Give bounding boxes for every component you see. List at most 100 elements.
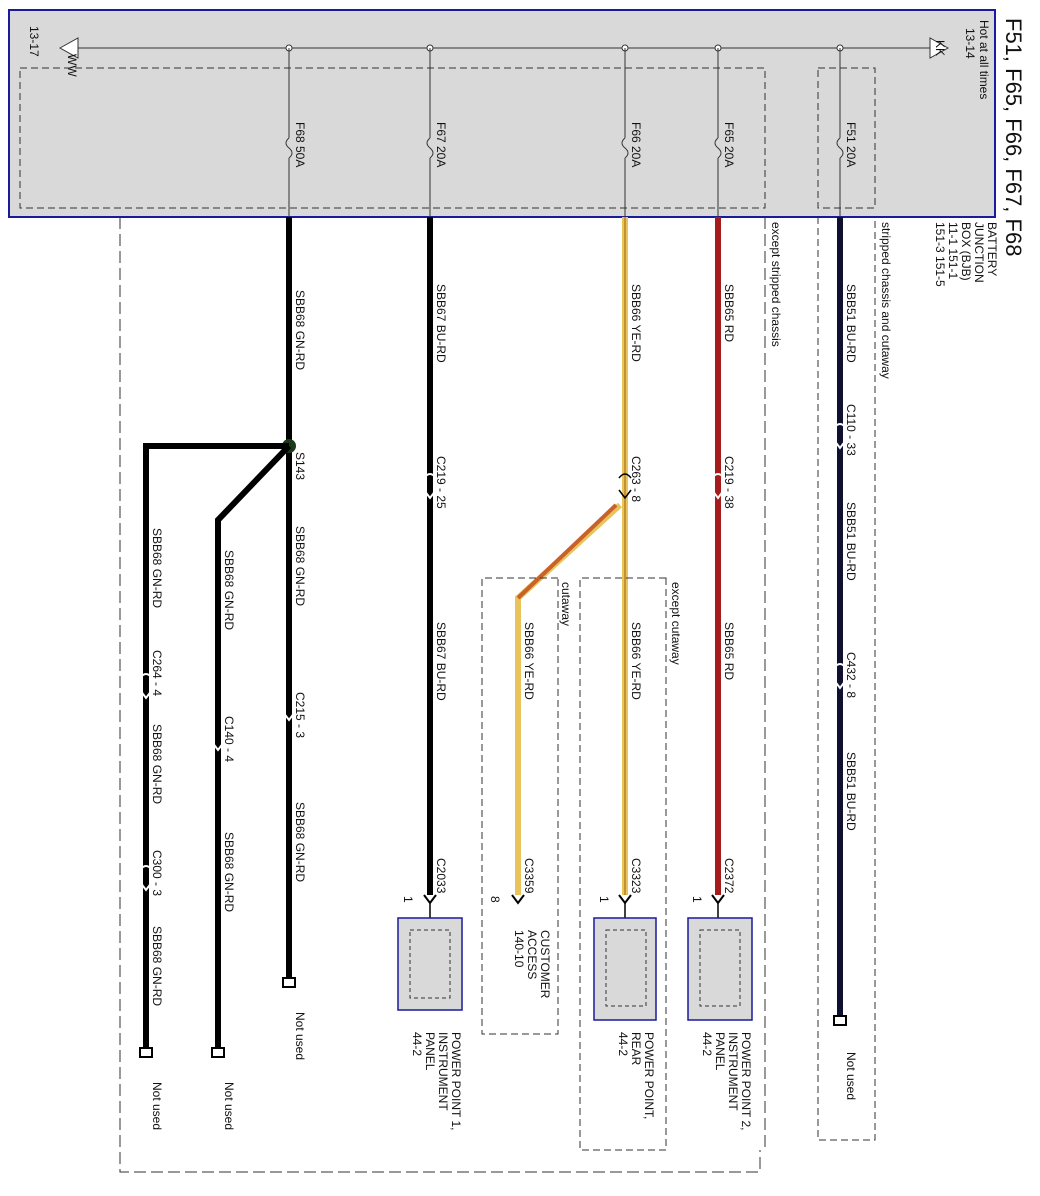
wire-label-sbb68-low: SBB68 GN-RD [293,802,307,882]
pin-c2033: 1 [401,896,415,903]
svg-text:POWER POINT,: POWER POINT, [642,1032,656,1119]
not-used-c215: Not used [293,1012,307,1060]
svg-text:F66 20A: F66 20A [629,122,643,167]
bjb-line-4: 11-1 151-1 [946,222,960,279]
fuse-f51: F51 20A [836,44,858,217]
connector-c219-25: C219 - 25 [434,456,448,509]
svg-text:44-2: 44-2 [700,1032,714,1056]
connector-c300: C300 - 3 [150,850,164,896]
bjb-line-3: BOX (BJB) [959,222,973,281]
svg-text:F67 20A: F67 20A [434,122,448,167]
wire-label-sbb68-b1a: SBB68 GN-RD [150,528,164,608]
pin-c2372: 1 [690,896,704,903]
not-used-c140: Not used [222,1082,236,1130]
svg-text:F65 20A: F65 20A [722,122,736,167]
ref-left-tag: WW [65,54,79,77]
wire-label-sbb68-b2a: SBB68 GN-RD [222,550,236,630]
diagram-title: F51, F65, F66, F67, F68 [1001,18,1026,256]
bjb-line-1: BATTERY [985,222,999,276]
svg-text:44-2: 44-2 [616,1032,630,1056]
fuse-f67: F67 20A [426,44,448,217]
ref-left-num: 13-17 [27,26,41,57]
junction-box [8,9,996,218]
except-cutaway-region [579,577,667,1151]
component-pp-rear [593,917,657,1021]
wire-label-sbb68-b2b: SBB68 GN-RD [222,832,236,912]
pp-rear-label: POWER POINT, REAR 44-2 [616,1032,656,1119]
wire-label-sbb51-mid: SBB51 BU-RD [844,502,858,581]
ref-right-num: 13-14 [963,28,977,59]
wire-label-sbb65-low: SBB65 RD [722,622,736,680]
except-stripped-outline [119,217,766,1173]
component-pp1 [397,917,463,1011]
svg-text:INSTRUMENT: INSTRUMENT [726,1032,740,1111]
bjb-line-5: 151-3 151-5 [933,222,947,287]
svg-text:F68 50A: F68 50A [293,122,307,167]
svg-text:44-2: 44-2 [410,1032,424,1056]
bjb-label: BATTERY JUNCTION BOX (BJB) 11-1 151-1 15… [933,222,999,287]
wire-label-sbb51-low: SBB51 BU-RD [844,752,858,831]
wire-label-sbb67-low: SBB67 BU-RD [434,622,448,701]
pp1-label: POWER POINT 1, INSTRUMENT PANEL 44-2 [410,1032,463,1130]
connector-c2033: C2033 [434,858,448,894]
wire-label-sbb51-top: SBB51 BU-RD [844,284,858,363]
wire-label-sbb66-top: SBB66 YE-RD [629,284,643,362]
fuse-f66: F66 20A [621,44,643,217]
circuit-sbb65 [711,217,725,918]
wire-label-sbb68-top: SBB68 GN-RD [293,290,307,370]
pin-c3323: 1 [597,896,611,903]
note-cutaway: cutaway [559,582,573,626]
not-used-sbb51: Not used [844,1052,858,1100]
pp2-label: POWER POINT 2, INSTRUMENT PANEL 44-2 [700,1032,753,1130]
fuse-f65: F65 20A [714,44,736,217]
wire-label-sbb68-b1b: SBB68 GN-RD [150,724,164,804]
pin-c3359: 8 [488,896,502,903]
fuse-f68: F68 50A [285,44,307,217]
connector-c2372: C2372 [722,858,736,894]
ref-triangle-left: WW 13-17 [27,26,79,77]
stripped-cutaway-outline [817,217,876,1141]
wire-label-sbb67-top: SBB67 BU-RD [434,284,448,363]
connector-c140: C140 - 4 [222,716,236,762]
not-used-c300: Not used [150,1082,164,1130]
connector-c263: C263 - 8 [629,456,643,502]
svg-text:PANEL: PANEL [423,1032,437,1071]
svg-text:CUSTOMER: CUSTOMER [538,930,552,999]
connector-c432: C432 - 8 [844,652,858,698]
wire-label-sbb68-b1c: SBB68 GN-RD [150,926,164,1006]
circuit-sbb66 [511,217,632,918]
circuit-sbb51 [833,217,847,1026]
splice-label: S143 [293,452,307,480]
svg-text:REAR: REAR [629,1032,643,1066]
connector-c264: C264 - 4 [150,650,164,696]
wire-label-sbb68-mid: SBB68 GN-RD [293,526,307,606]
connector-c110: C110 - 33 [844,404,858,456]
connector-c3323: C3323 [629,858,643,894]
wire-label-sbb66-cut: SBB66 YE-RD [522,622,536,700]
svg-text:140-10: 140-10 [512,930,526,968]
customer-label: CUSTOMER ACCESS 140-10 [512,930,552,999]
hot-label: Hot at all times [977,20,991,99]
connector-c215: C215 - 3 [293,692,307,738]
circuit-sbb67 [423,217,437,918]
svg-text:PANEL: PANEL [713,1032,727,1071]
wire-label-sbb65-top: SBB65 RD [722,284,736,342]
note-except-cutaway: except cutaway [669,582,683,665]
svg-text:POWER POINT 1,: POWER POINT 1, [449,1032,463,1130]
ref-right-tag: KK [933,40,947,56]
circuit-sbb68: S143 [139,217,307,1058]
bjb-line-2: JUNCTION [972,222,986,283]
svg-text:F51 20A: F51 20A [844,122,858,167]
svg-text:POWER POINT 2,: POWER POINT 2, [739,1032,753,1130]
ref-triangle-right: KK 13-14 Hot at all times [929,20,991,99]
svg-text:ACCESS: ACCESS [525,930,539,979]
component-pp2 [687,917,753,1021]
note-stripped-cutaway: stripped chassis and cutaway [879,222,893,379]
connector-c3359: C3359 [522,858,536,894]
wire-label-sbb66-low: SBB66 YE-RD [629,622,643,700]
svg-text:INSTRUMENT: INSTRUMENT [436,1032,450,1111]
connector-c219-38: C219 - 38 [722,456,736,509]
except-stripped-region [19,67,766,209]
cutaway-region [481,577,559,1035]
